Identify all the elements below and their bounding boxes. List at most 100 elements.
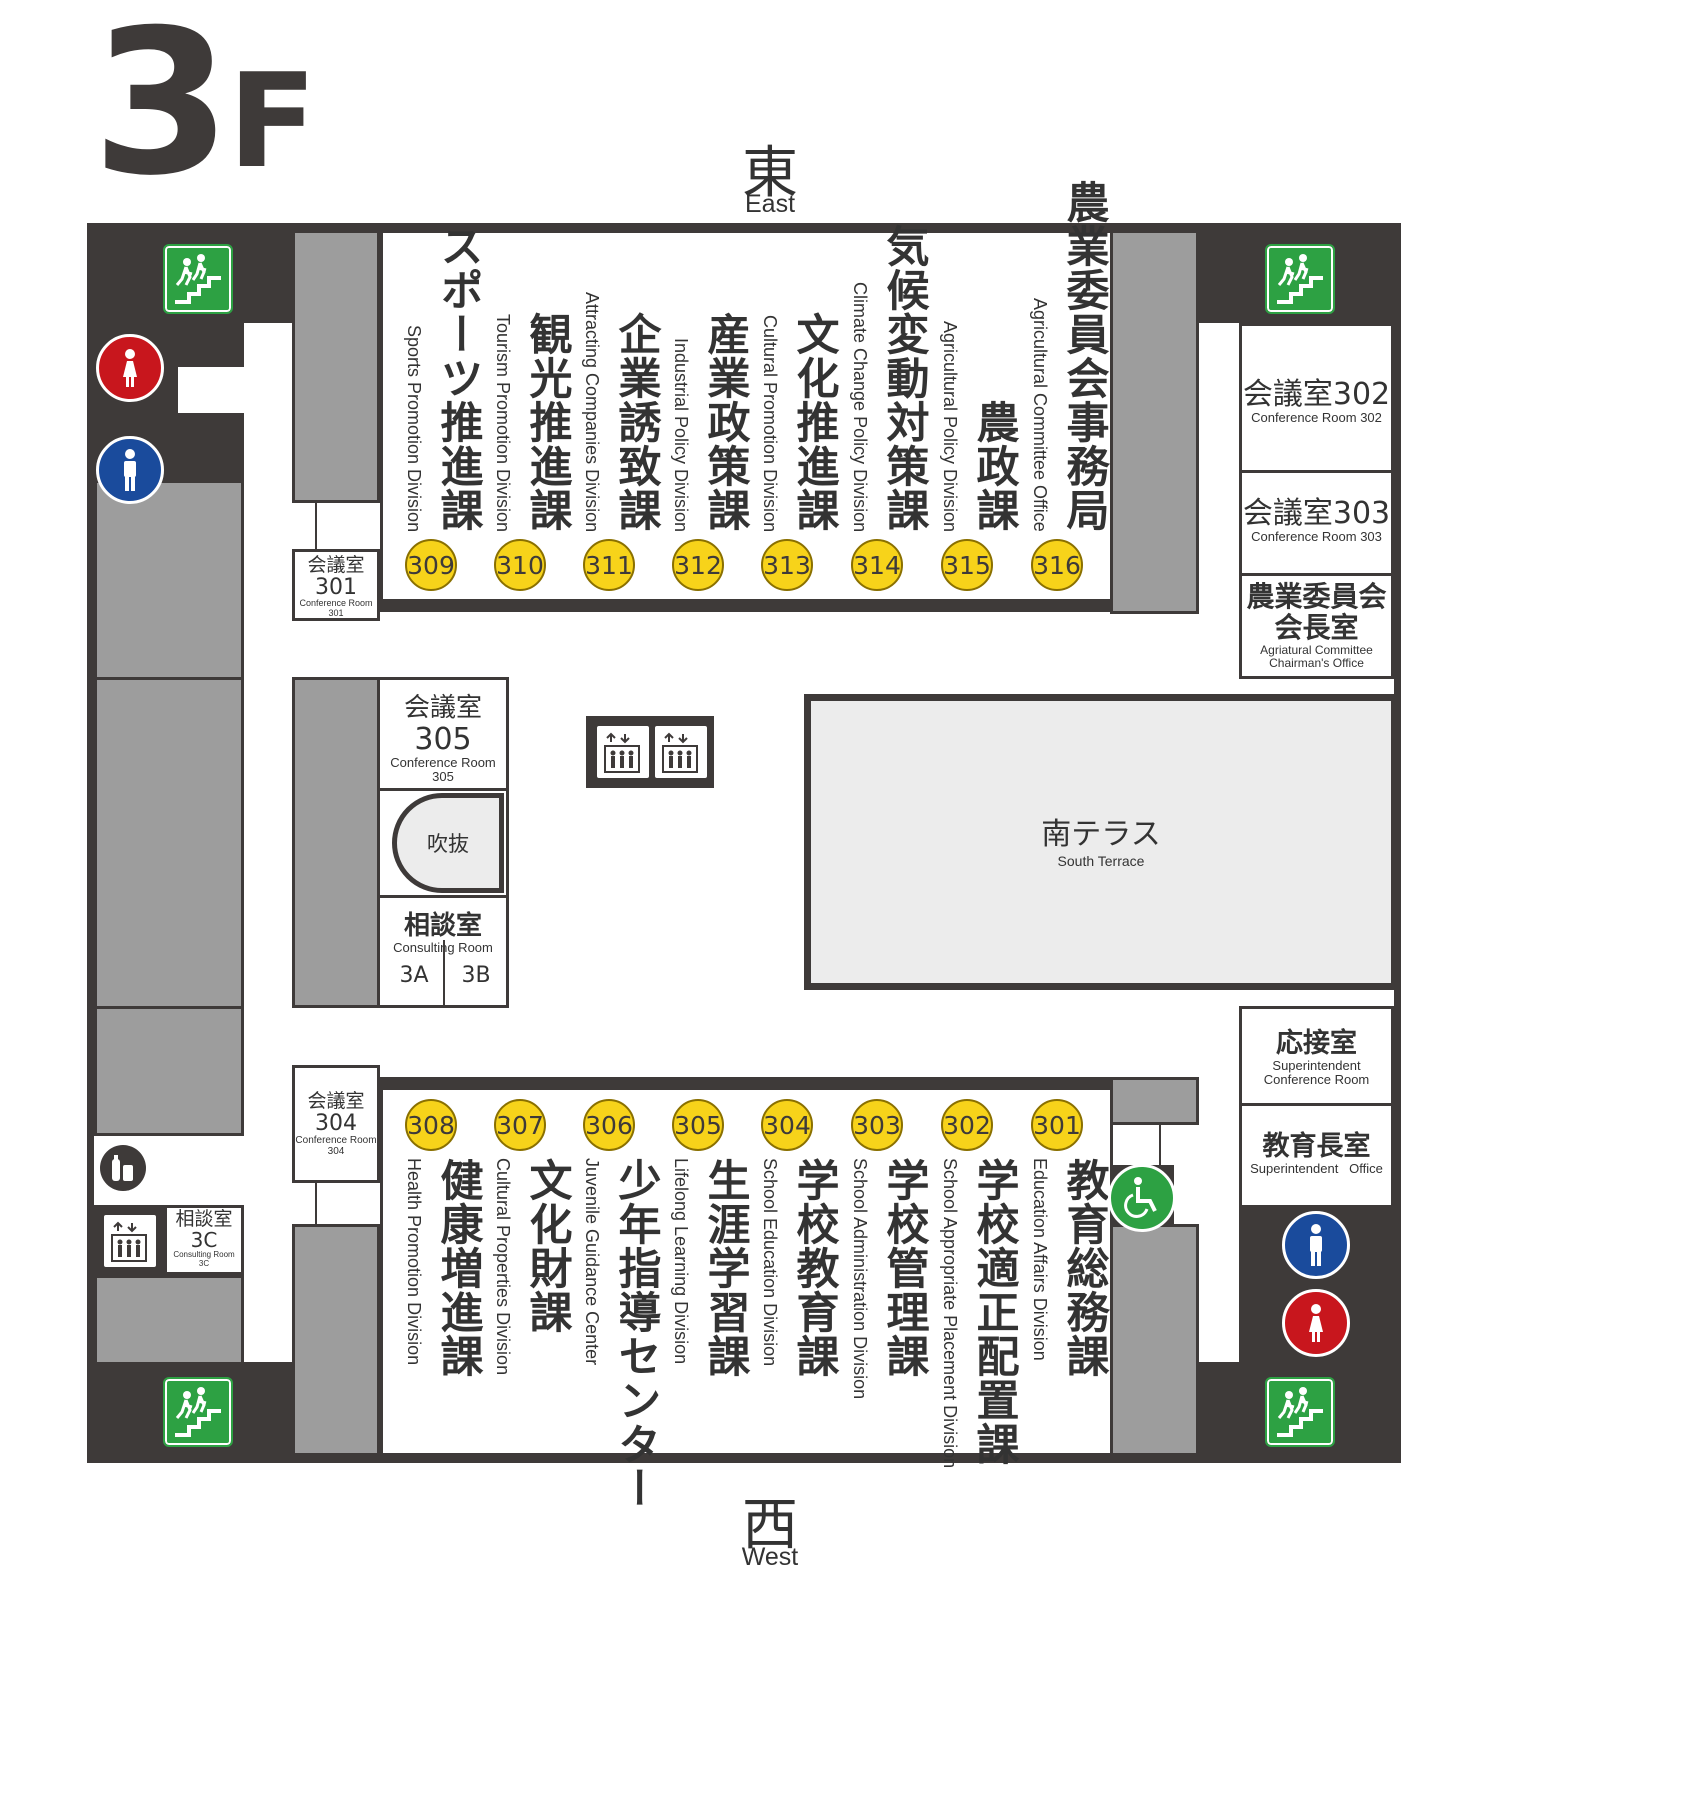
room-number-badge: 308 [405, 1099, 457, 1151]
room-number-badge: 309 [405, 539, 457, 591]
room-number-badge: 307 [494, 1099, 546, 1151]
divider-line [443, 940, 445, 1008]
division-name-en: Lifelong Learning Division [671, 1158, 691, 1365]
division-name-jp: 農政課 [969, 400, 1019, 532]
conference-room-301[interactable]: 会議室 301 Conference Room 301 [292, 549, 380, 621]
super-en2: Office [1349, 1160, 1383, 1176]
division-name-jp: 気候変動対策課 [879, 224, 929, 532]
female-toilet-icon[interactable] [96, 334, 164, 402]
emergency-exit-icon[interactable] [1265, 1377, 1335, 1447]
south-core-right-top [1110, 1077, 1199, 1125]
service-core-w3 [94, 1006, 244, 1136]
c3c-en2: 3C [198, 1258, 210, 1268]
room-number-badge: 316 [1031, 539, 1083, 591]
elevator-icon[interactable] [595, 724, 651, 780]
male-toilet-icon[interactable] [1282, 1211, 1350, 1279]
division-name-jp: 学校教育課 [789, 1158, 839, 1378]
north-corridor-line [380, 600, 1110, 603]
female-toilet-icon[interactable] [1282, 1289, 1350, 1357]
chairmans-office[interactable]: 農業委員会 会長室 Agriatural Committee Chairman'… [1239, 573, 1394, 679]
division-name-jp: 学校管理課 [879, 1158, 929, 1378]
division-column[interactable]: 農政課 Agricultural Policy Division 315 [940, 236, 1021, 596]
chairman-en1: Agriatural Committee [1260, 642, 1373, 657]
divider-line [315, 1180, 317, 1224]
division-name-en: Cultural Promotion Division [760, 314, 780, 532]
conference-room-304[interactable]: 会議室 304 Conference Room 304 [292, 1065, 380, 1183]
division-name-en: Tourism Promotion Division [493, 313, 513, 532]
division-column[interactable]: 少年指導センター Juvenile Guidance Center 306 [582, 1090, 663, 1510]
consult-3b[interactable]: 3B [461, 963, 491, 988]
room-number-badge: 306 [583, 1099, 635, 1151]
atrium-label: 吹抜 [427, 832, 469, 856]
reception-en2: Conference Room [1263, 1071, 1370, 1087]
division-name-en: School Administration Division [850, 1158, 870, 1400]
accessible-toilet-icon[interactable] [1108, 1164, 1176, 1232]
room-304-en2: 304 [327, 1146, 345, 1158]
division-name-jp: スポーツ推進課 [433, 224, 483, 532]
division-name-en: Agricultural Policy Division [940, 320, 960, 532]
divider-line [315, 503, 317, 549]
male-toilet-icon[interactable] [96, 436, 164, 504]
superintendent-office[interactable]: 教育長室 Superintendent Office [1239, 1103, 1394, 1208]
divider-line [1159, 1125, 1161, 1170]
south-corridor-line [380, 1077, 1198, 1080]
division-name-jp: 学校適正配置課 [969, 1158, 1019, 1466]
room-number-badge: 302 [941, 1099, 993, 1151]
consult-jp: 相談室 [403, 911, 482, 941]
division-name-en: Juvenile Guidance Center [582, 1158, 602, 1366]
chairman-jp2: 会長室 [1274, 610, 1359, 644]
division-name-jp: 少年指導センター [611, 1158, 661, 1510]
north-core-right [1110, 230, 1199, 614]
conference-room-303[interactable]: 会議室303 Conference Room 303 [1239, 470, 1394, 576]
vending-icon [100, 1145, 146, 1191]
room-304-num: 304 [315, 1110, 357, 1136]
division-name-en: Cultural Properties Division [493, 1158, 513, 1376]
division-name-jp: 産業政策課 [700, 312, 750, 532]
emergency-exit-icon[interactable] [163, 1377, 233, 1447]
consulting-room-3c[interactable]: 相談室 3C Consulting Room 3C [164, 1205, 244, 1275]
terrace-en: South Terrace [1057, 853, 1145, 869]
room-number-badge: 315 [941, 539, 993, 591]
room-304-en: Conference Room [295, 1135, 377, 1147]
room-303-en: Conference Room 303 [1251, 529, 1382, 544]
emergency-exit-icon[interactable] [163, 244, 233, 314]
atrium: 吹抜 [392, 793, 504, 893]
division-name-jp: 教育総務課 [1059, 1158, 1109, 1378]
elevator-icon[interactable] [102, 1213, 158, 1269]
conference-room-305[interactable]: 会議室 305 Conference Room 305 [377, 677, 509, 791]
division-name-jp: 健康増進課 [433, 1158, 483, 1378]
room-301-en: Conference Room [299, 598, 373, 609]
chairman-en2: Chairman's Office [1269, 655, 1364, 670]
room-number-badge: 305 [672, 1099, 724, 1151]
direction-west-jp: 西 [742, 1493, 798, 1558]
direction-east-en: East [744, 190, 796, 218]
service-core-w4 [94, 1275, 244, 1365]
division-column[interactable]: スポーツ推進課 Sports Promotion Division 309 [404, 224, 485, 596]
conference-room-302[interactable]: 会議室302 Conference Room 302 [1239, 323, 1394, 473]
floor-suffix: F [228, 45, 317, 197]
south-office [383, 1090, 1110, 1453]
division-name-en: Sports Promotion Division [404, 324, 424, 532]
super-en: Superintendent Office [1242, 1160, 1391, 1176]
service-core-w2 [94, 677, 244, 1009]
emergency-exit-icon[interactable] [1265, 244, 1335, 314]
consult-3a[interactable]: 3A [399, 963, 429, 988]
room-number-badge: 310 [494, 539, 546, 591]
reception-room[interactable]: 応接室 Superintendent Conference Room [1239, 1006, 1394, 1106]
elevator-icon[interactable] [653, 724, 709, 780]
central-core [292, 677, 380, 1008]
